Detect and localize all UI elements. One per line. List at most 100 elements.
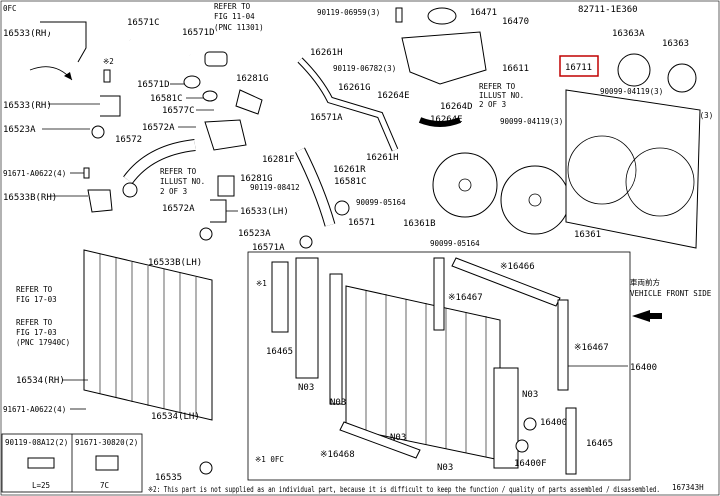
label-refer-illust-c: 2 OF 3 [479,100,506,109]
label-refer-fig-1703c-c: (PNC 17940C) [16,338,70,347]
label-16577c[interactable]: 16577C [162,106,195,116]
label-n03-d: N03 [522,390,538,400]
label-82711[interactable]: 82711-1E360 [578,5,638,15]
label-refer-fig-1703c-a: REFER TO [16,318,53,327]
fan-16361b [432,152,498,218]
label-dim-l25: L=25 [32,481,50,490]
label-16261h[interactable]: 16261H [310,48,343,58]
label-16571a-top[interactable]: 16571A [310,113,343,123]
pipe-16281g [235,89,263,115]
label-90099-05164-a[interactable]: 90099-05164 [356,198,406,207]
label-fig-corner: 0FC [3,4,17,13]
label-91671-a0622-bot[interactable]: 91671-A0622(4) [3,405,66,414]
outlet-16572a [204,119,247,151]
label-16361b[interactable]: 16361B [403,219,436,229]
label-16281f[interactable]: 16281F [262,155,295,165]
label-16533-rh[interactable]: 16533(RH) [3,101,52,111]
label-90099-04119-a[interactable]: 90099-04119(3) [600,87,663,96]
label-16400f[interactable]: 16400F [514,459,547,469]
shroud-16711 [565,89,701,249]
seal-16465-b [565,407,577,475]
label-16400[interactable]: 16400 [630,363,657,373]
label-90099-04119-b[interactable]: 90099-04119(3) [500,117,563,126]
label-16523a[interactable]: 16523A [238,229,271,239]
label-16363[interactable]: 16363 [662,39,689,49]
label-16466[interactable]: ※16466 [500,262,535,272]
label-90119-08412[interactable]: 90119-08412 [250,183,300,192]
footnote: ※2: This part is not supplied as an indi… [148,485,660,494]
label-16571[interactable]: 16571 [348,218,375,228]
vehicle-front-arrow [632,310,650,322]
label-16261g[interactable]: 16261G [338,83,371,93]
label-ref-code: 167343H [672,483,704,492]
label-16264e[interactable]: 16264E [430,115,463,125]
label-90119-06782[interactable]: 90119-06782(3) [333,64,396,73]
label-91671-a0622-top[interactable]: 91671-A0622(4) [3,169,66,178]
label-refer-illust-b: ILLUST NO. [479,91,524,100]
label-dim-l7: 7C [100,481,109,490]
label-90119-06959[interactable]: 90119-06959(3) [317,8,380,17]
arrow-head [64,72,72,80]
label-16467-a[interactable]: ※16467 [448,293,483,303]
label-16264e-top[interactable]: 16264E [377,91,410,101]
label-16581c[interactable]: 16581C [334,177,367,187]
label-16281g[interactable]: 16281G [236,74,269,84]
label-16535[interactable]: 16535 [155,473,182,483]
label-16363a[interactable]: 16363A [612,29,645,39]
label-16533-rh-top[interactable]: 16533(RH) [3,29,52,39]
label-16261h-b[interactable]: 16261H [366,153,399,163]
label-16571d-top[interactable]: 16571D [182,28,215,38]
label-16571d[interactable]: 16571D [137,80,170,90]
label-16471[interactable]: 16471 [470,8,497,18]
arrow-curve [29,66,73,81]
label-refer-fig-1104-b: FIG 11-04 [214,12,255,21]
label-16264d[interactable]: 16264D [440,102,473,112]
label-90099-05164-b[interactable]: 90099-05164 [430,239,480,248]
bolt-90119 [27,457,55,469]
label-16468[interactable]: ※16468 [320,450,355,460]
label-vehicle-front: VEHICLE FRONT SIDE [630,289,712,298]
label-16711[interactable]: 16711 [565,63,592,73]
label-16465-b[interactable]: 16465 [586,439,613,449]
label-90119-08a12[interactable]: 90119-08A12(2) [5,438,68,447]
label-91671-30820[interactable]: 91671-30820(2) [75,438,138,447]
label-16523a-top[interactable]: 16523A [3,125,36,135]
label-16572a[interactable]: 16572A [142,123,175,133]
tank-left [295,257,319,379]
label-vehicle-jp: 車両前方 [630,277,660,287]
label-refer-fig-1703c-b: FIG 17-03 [16,328,57,337]
label-16572[interactable]: 16572 [115,135,142,145]
label-16581c-top[interactable]: 16581C [150,94,183,104]
cap-16471 [427,7,457,25]
label-refer-illust2-c: 2 OF 3 [160,187,187,196]
label-16571a[interactable]: 16571A [252,243,285,253]
label-16361[interactable]: 16361 [574,230,601,240]
label-n03-a: N03 [298,383,314,393]
label-refer-fig-1104: REFER TO [214,2,251,11]
label-16465-a[interactable]: 16465 [266,347,293,357]
label-16281g-b[interactable]: 16281G [240,174,273,184]
clamp-16571d [204,51,228,67]
label-1-0fc-b: ※1 0FC [255,455,284,464]
motor-16363 [667,63,697,93]
label-16400b[interactable]: 16400B [540,418,573,428]
radiator-left [83,249,213,421]
label-16470[interactable]: 16470 [502,17,529,27]
label-n03-b: N03 [330,398,346,408]
tank-right [493,367,519,469]
label-16611[interactable]: 16611 [502,64,529,74]
label-16534-rh[interactable]: 16534(RH) [16,376,65,386]
fan-16361 [500,165,570,235]
label-16533-lh-top[interactable]: 16533(LH) [240,207,289,217]
label-16534-lh[interactable]: 16534(LH) [151,412,200,422]
label-n03-e: N03 [437,463,453,473]
label-16261r[interactable]: 16261R [333,165,366,175]
label-star2: ※2 [103,57,114,66]
label-16533b-lh[interactable]: 16533B(LH) [148,258,202,268]
reservoir-16470 [401,31,487,85]
label-16467-b[interactable]: ※16467 [574,343,609,353]
label-refer-illust2-b: ILLUST NO. [160,177,205,186]
label-16571c[interactable]: 16571C [127,18,160,28]
label-16533b-rh[interactable]: 16533B(RH) [3,193,57,203]
label-16572a-b[interactable]: 16572A [162,204,195,214]
